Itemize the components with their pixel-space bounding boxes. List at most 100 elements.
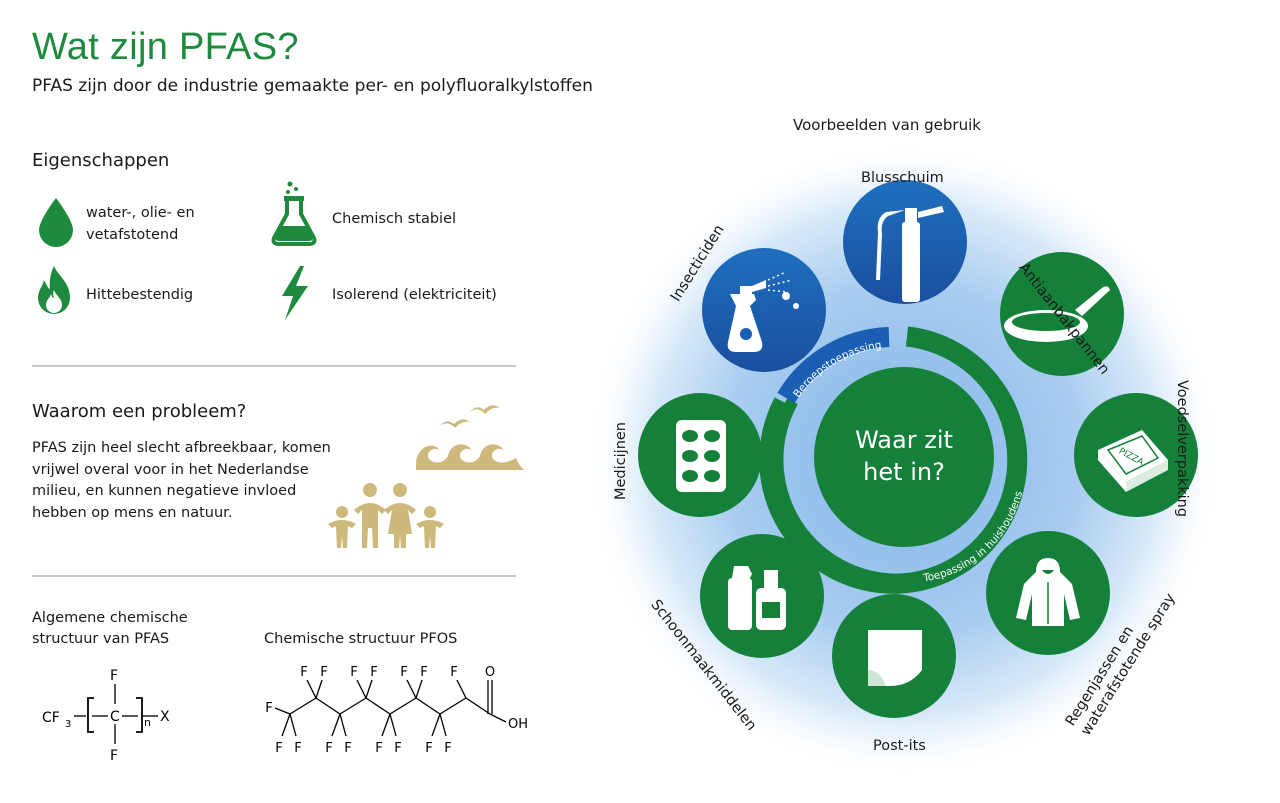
divider-bottom — [32, 575, 516, 577]
property-water-line1: water-, olie- en — [86, 205, 195, 221]
property-chemically-stable: Chemisch stabiel — [332, 211, 457, 227]
atom-f: F — [444, 741, 451, 756]
general-pfas-formula: CF 3 C F F n X — [42, 668, 170, 764]
atom-o: O — [485, 665, 495, 680]
bond — [315, 697, 341, 715]
formula-cf: CF — [42, 710, 60, 726]
bond — [274, 707, 291, 715]
pfos-structure-label: Chemische structuur PFOS — [264, 631, 458, 647]
bond — [406, 679, 417, 699]
general-structure-line2: structuur van PFAS — [32, 631, 170, 647]
category-medicijnen[interactable] — [638, 393, 762, 517]
bond — [439, 697, 467, 715]
category-voedselverpakking[interactable]: PIZZA — [1074, 393, 1198, 517]
atom-f: F — [394, 741, 401, 756]
label-postits: Post-its — [873, 738, 926, 754]
property-insulating: Isolerend (elektriciteit) — [332, 287, 497, 303]
atom-oh: OH — [508, 717, 528, 732]
formula-n: n — [144, 716, 151, 729]
bond — [465, 697, 491, 715]
atom-f: F — [425, 741, 432, 756]
bond — [431, 713, 441, 737]
bond — [389, 713, 397, 737]
atom-f: F — [370, 665, 377, 680]
bond — [415, 679, 423, 699]
usage-diagram: Beroepstoepassing Toepassing in huishoud… — [590, 138, 1226, 782]
bond — [439, 713, 447, 737]
category-blusschuim[interactable] — [843, 180, 967, 304]
flame-icon — [38, 266, 70, 314]
atom-f: F — [344, 741, 351, 756]
insect-spray-icon — [727, 271, 799, 352]
fire-extinguisher-icon — [876, 206, 944, 302]
cleaning-bottles-icon — [728, 566, 786, 630]
bond — [415, 697, 441, 715]
atom-f-terminal: F — [265, 701, 272, 716]
general-structure-line1: Algemene chemische — [32, 610, 188, 626]
bond — [315, 679, 323, 699]
bond — [389, 697, 417, 715]
lightning-icon — [282, 266, 308, 320]
bond — [306, 679, 317, 699]
atom-f: F — [450, 665, 457, 680]
water-drop-icon — [39, 198, 73, 247]
bond — [289, 713, 297, 737]
bond — [356, 679, 367, 699]
atom-f: F — [300, 665, 307, 680]
atom-f: F — [320, 665, 327, 680]
birds-waves-icon — [416, 405, 524, 470]
atom-f: F — [294, 741, 301, 756]
bond — [289, 697, 317, 715]
atom-f: F — [350, 665, 357, 680]
bond — [331, 713, 341, 737]
sticky-note-icon — [868, 630, 922, 686]
category-schoonmaakmiddelen[interactable] — [700, 534, 824, 658]
atom-f: F — [420, 665, 427, 680]
label-blusschuim: Blusschuim — [861, 170, 944, 186]
diagram-heading: Voorbeelden van gebruik — [793, 116, 981, 134]
center-line1: Waar zit — [855, 426, 953, 454]
divider-top — [32, 365, 516, 367]
properties-heading: Eigenschappen — [32, 150, 170, 171]
professional-ring — [777, 327, 890, 404]
formula-sub3: 3 — [65, 719, 71, 730]
general-structure-label: Algemene chemische structuur van PFAS — [32, 608, 188, 650]
formula-x: X — [160, 709, 170, 725]
bond — [339, 713, 347, 737]
label-voedselverpakking: Voedselverpakking — [1174, 380, 1190, 518]
property-heat-resistant: Hittebestendig — [86, 287, 194, 303]
bond — [365, 697, 391, 715]
property-water-repellent: water-, olie- en vetafstotend — [86, 202, 195, 246]
bond — [281, 713, 291, 737]
page-subtitle: PFAS zijn door de industrie gemaakte per… — [32, 76, 593, 96]
bond — [456, 679, 467, 699]
formula-c: C — [110, 709, 120, 725]
center-circle — [814, 367, 994, 547]
flask-icon — [271, 181, 317, 246]
center-line2: het in? — [863, 458, 945, 486]
bond — [339, 697, 367, 715]
bond — [381, 713, 391, 737]
atom-f: F — [400, 665, 407, 680]
formula-f-bottom: F — [110, 748, 118, 764]
problem-heading: Waarom een probleem? — [32, 401, 247, 422]
formula-f-top: F — [110, 668, 118, 684]
atom-f: F — [275, 741, 282, 756]
category-insecticiden[interactable] — [702, 248, 826, 372]
bond — [489, 713, 507, 723]
category-regenjassen[interactable] — [986, 531, 1110, 655]
problem-text: PFAS zijn heel slecht afbreekbaar, komen… — [32, 440, 331, 521]
atom-f: F — [325, 741, 332, 756]
property-water-line2: vetafstotend — [86, 227, 179, 243]
atom-f: F — [375, 741, 382, 756]
category-postits[interactable] — [832, 594, 956, 718]
category-antiaanbakpannen[interactable] — [1000, 252, 1124, 376]
pills-icon — [676, 420, 726, 492]
label-medicijnen: Medicijnen — [613, 422, 629, 500]
family-icon — [328, 483, 444, 548]
pizza-box-icon: PIZZA — [1098, 430, 1168, 492]
bond — [365, 679, 373, 699]
page-title: Wat zijn PFAS? — [32, 26, 299, 68]
frying-pan-icon — [1004, 286, 1110, 342]
